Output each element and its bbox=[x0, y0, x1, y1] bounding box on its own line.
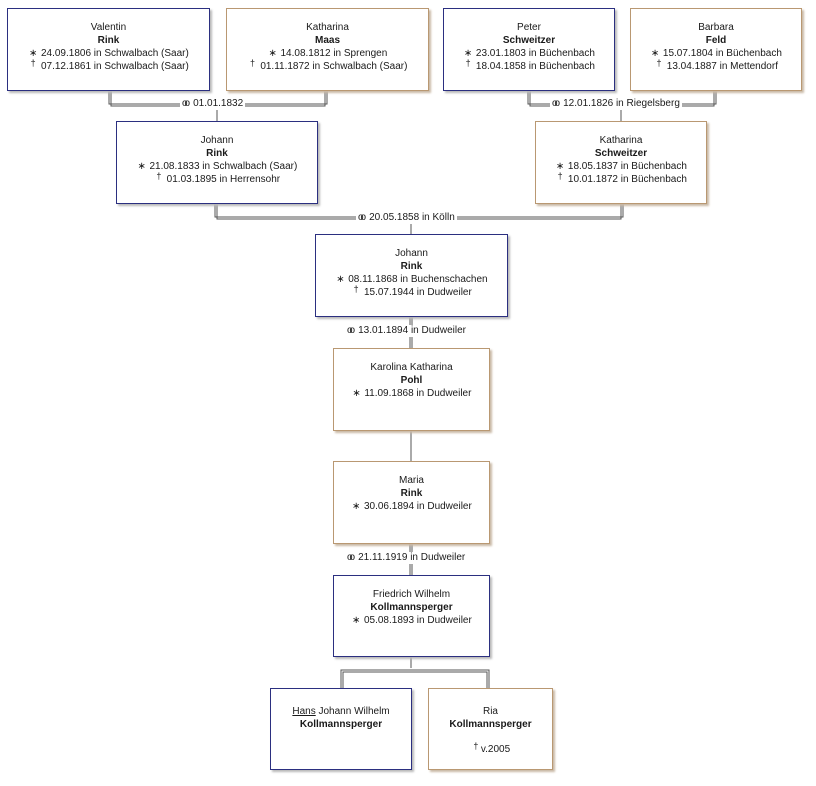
birth-icon: ∗ bbox=[650, 48, 660, 59]
birth-line: ∗ 05.08.1893 in Dudweiler bbox=[351, 615, 472, 626]
birth-line: ∗ 11.09.1868 in Dudweiler bbox=[352, 388, 472, 399]
surname: Feld bbox=[705, 35, 727, 46]
surname: Rink bbox=[400, 261, 423, 272]
death-line: † 10.01.1872 in Büchenbach bbox=[536, 171, 706, 186]
birth-icon: ∗ bbox=[555, 161, 565, 172]
surname: Pohl bbox=[400, 375, 423, 386]
given-name: Ria bbox=[482, 706, 498, 717]
birth-icon: ∗ bbox=[268, 48, 277, 59]
death-cross-icon: † bbox=[656, 58, 662, 68]
birth-line: ∗ 23.01.1803 in Büchenbach bbox=[463, 48, 595, 59]
marriage-rings-icon: oo bbox=[358, 212, 366, 223]
surname: Schweitzer bbox=[502, 35, 556, 46]
marriage-date: 20.05.1858 in Kölln bbox=[369, 212, 455, 223]
birth-icon: ∗ bbox=[463, 48, 473, 59]
marriage-rings-icon: oo bbox=[347, 325, 355, 336]
given-name: Johann bbox=[200, 135, 234, 146]
given-name: Hans Johann Wilhelm bbox=[292, 706, 390, 717]
given-name: Johann bbox=[395, 248, 428, 259]
surname: Kollmannsperger bbox=[370, 602, 453, 613]
surname: Schweitzer bbox=[594, 148, 648, 159]
birth-line: ∗ 14.08.1812 in Sprengen bbox=[268, 48, 388, 59]
marriage-date: 01.01.1832 bbox=[193, 98, 244, 109]
death-line: † 15.07.1944 in Dudweiler bbox=[316, 284, 507, 299]
marriage-rings-icon: oo bbox=[182, 98, 190, 109]
death-cross-icon: † bbox=[465, 58, 471, 68]
person-card-peter-schweitzer[interactable]: Peter Schweitzer ∗ 23.01.1803 in Büchenb… bbox=[443, 8, 615, 91]
death-cross-icon: † bbox=[156, 171, 162, 181]
person-card-johann-rink-jr[interactable]: Johann Rink ∗ 08.11.1868 in Buchenschach… bbox=[315, 234, 508, 317]
person-card-valentin-rink[interactable]: Valentin Rink ∗ 24.09.1806 in Schwalbach… bbox=[7, 8, 210, 91]
given-name: Katharina bbox=[306, 22, 349, 33]
surname: Rink bbox=[206, 148, 228, 159]
birth-icon: ∗ bbox=[137, 161, 146, 172]
marriage-date: 13.01.1894 in Dudweiler bbox=[358, 325, 466, 336]
marriage-date: 21.11.1919 in Dudweiler bbox=[358, 552, 466, 563]
surname: Kollmannsperger bbox=[449, 719, 532, 730]
given-name: Barbara bbox=[698, 22, 734, 33]
given-name: Valentin bbox=[90, 22, 127, 33]
birth-icon: ∗ bbox=[351, 501, 361, 512]
given-name: Karolina Katharina bbox=[370, 362, 453, 373]
marriage-date: 12.01.1826 in Riegelsberg bbox=[563, 98, 680, 109]
person-card-katharina-schweitzer[interactable]: Katharina Schweitzer ∗ 18.05.1837 in Büc… bbox=[535, 121, 707, 204]
call-name: Hans bbox=[292, 706, 316, 717]
birth-line: ∗ 18.05.1837 in Büchenbach bbox=[555, 161, 687, 172]
death-line: †v.2005 bbox=[429, 741, 552, 756]
death-cross-icon: † bbox=[30, 58, 36, 68]
given-name: Katharina bbox=[599, 135, 643, 146]
death-cross-icon: † bbox=[557, 171, 563, 181]
birth-icon: ∗ bbox=[28, 48, 38, 59]
birth-line: ∗ 24.09.1806 in Schwalbach (Saar) bbox=[28, 48, 189, 59]
surname: Rink bbox=[97, 35, 120, 46]
death-line: † 07.12.1861 in Schwalbach (Saar) bbox=[8, 58, 209, 73]
given-name: Maria bbox=[398, 475, 424, 486]
marriage-rings-icon: oo bbox=[552, 98, 560, 109]
surname: Maas bbox=[314, 35, 340, 46]
person-card-maria-rink[interactable]: Maria Rink ∗ 30.06.1894 in Dudweiler bbox=[333, 461, 490, 544]
birth-icon: ∗ bbox=[352, 388, 361, 399]
death-line: † 18.04.1858 in Büchenbach bbox=[444, 58, 614, 73]
person-card-katharina-maas[interactable]: Katharina Maas ∗ 14.08.1812 in Sprengen … bbox=[226, 8, 429, 91]
marriage-rings-icon: oo bbox=[347, 552, 355, 563]
person-card-barbara-feld[interactable]: Barbara Feld ∗ 15.07.1804 in Büchenbach … bbox=[630, 8, 802, 91]
given-name: Peter bbox=[517, 22, 541, 33]
death-cross-icon: † bbox=[250, 58, 256, 68]
given-name: Friedrich Wilhelm bbox=[372, 589, 451, 600]
person-card-ria-kollmannsperger[interactable]: Ria Kollmannsperger †v.2005 bbox=[428, 688, 553, 770]
person-card-johann-rink-sr[interactable]: Johann Rink ∗ 21.08.1833 in Schwalbach (… bbox=[116, 121, 318, 204]
birth-icon: ∗ bbox=[336, 274, 345, 285]
death-cross-icon: † bbox=[353, 284, 359, 294]
surname: Kollmannsperger bbox=[299, 719, 383, 730]
surname: Rink bbox=[400, 488, 423, 499]
death-line: † 13.04.1887 in Mettendorf bbox=[631, 58, 801, 73]
person-card-karolina-pohl[interactable]: Karolina Katharina Pohl ∗ 11.09.1868 in … bbox=[333, 348, 490, 431]
death-cross-icon: † bbox=[473, 741, 479, 751]
death-line: † 01.03.1895 in Herrensohr bbox=[117, 171, 317, 186]
person-card-friedrich-kollmannsperger[interactable]: Friedrich Wilhelm Kollmannsperger ∗ 05.0… bbox=[333, 575, 490, 657]
birth-icon: ∗ bbox=[351, 615, 361, 626]
birth-line: ∗ 21.08.1833 in Schwalbach (Saar) bbox=[137, 161, 298, 172]
death-line: † 01.11.1872 in Schwalbach (Saar) bbox=[227, 58, 428, 73]
birth-line: ∗ 15.07.1804 in Büchenbach bbox=[650, 48, 782, 59]
birth-line: ∗ 08.11.1868 in Buchenschachen bbox=[336, 274, 488, 285]
person-card-hans-kollmannsperger[interactable]: Hans Johann Wilhelm Kollmannsperger bbox=[270, 688, 412, 770]
birth-line: ∗ 30.06.1894 in Dudweiler bbox=[351, 501, 472, 512]
